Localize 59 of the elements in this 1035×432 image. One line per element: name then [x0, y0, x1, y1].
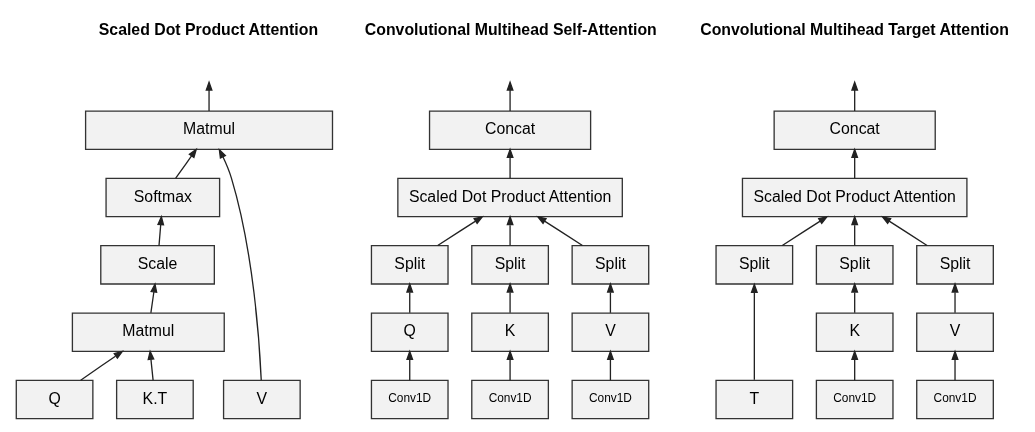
arrow: [950, 349, 959, 381]
node-box: K.T: [115, 379, 194, 420]
node-box: Conv1D: [915, 379, 994, 420]
node-box: Conv1D: [370, 379, 449, 420]
arrow: [436, 215, 484, 247]
node-box: Scale: [99, 245, 215, 285]
arrow: [405, 282, 413, 314]
arrow: [505, 147, 514, 179]
node-box: Split: [915, 245, 994, 285]
node-box: Split: [815, 245, 894, 285]
arrow: [505, 214, 514, 247]
arrow: [850, 147, 858, 179]
label: Convolutional Multihead Self-Attention: [364, 21, 657, 39]
arrow: [850, 349, 858, 381]
arrow: [405, 349, 413, 381]
node-box: Split: [714, 245, 793, 285]
arrow: [204, 80, 213, 112]
arrow: [880, 215, 928, 247]
node-box: T: [714, 379, 793, 420]
arrow: [505, 80, 514, 112]
node-box: Softmax: [104, 177, 220, 218]
arrow: [950, 282, 959, 314]
arrow: [606, 282, 614, 314]
arrow: [535, 215, 583, 247]
label: Convolutional Multihead Target Attention: [699, 21, 1009, 39]
arrow: [850, 282, 858, 314]
arrow: [146, 349, 155, 381]
arrow: [606, 349, 614, 381]
node-box: Concat: [428, 110, 591, 150]
arrow: [850, 214, 858, 247]
node-box: Conv1D: [815, 379, 894, 420]
node-box: Split: [570, 245, 649, 285]
node-box: Split: [470, 245, 549, 285]
node-box: V: [915, 312, 994, 352]
node-box: Concat: [773, 110, 936, 150]
node-box: K: [470, 312, 549, 352]
arrow: [149, 282, 157, 314]
arrow: [156, 214, 164, 247]
node-box: Q: [15, 379, 93, 420]
node-box: V: [570, 312, 649, 352]
node-box: V: [222, 379, 301, 420]
node-box: Matmul: [84, 110, 333, 150]
node-box: Conv1D: [470, 379, 549, 420]
arrow: [174, 147, 197, 179]
node-box: Scaled Dot Product Attention: [741, 177, 968, 218]
node-box: Q: [370, 312, 449, 352]
arrow: [218, 147, 262, 381]
arrow: [781, 215, 829, 247]
node-box: Matmul: [71, 312, 225, 352]
node-box: K: [815, 312, 894, 352]
node-box: Split: [370, 245, 449, 285]
arrow: [79, 350, 124, 381]
arrow: [505, 349, 514, 381]
node-box: Scaled Dot Product Attention: [396, 177, 623, 218]
arrow: [750, 282, 758, 381]
node-box: Conv1D: [570, 379, 649, 420]
arrow: [505, 282, 514, 314]
label: Scaled Dot Product Attention: [98, 21, 318, 39]
arrow: [850, 80, 858, 112]
